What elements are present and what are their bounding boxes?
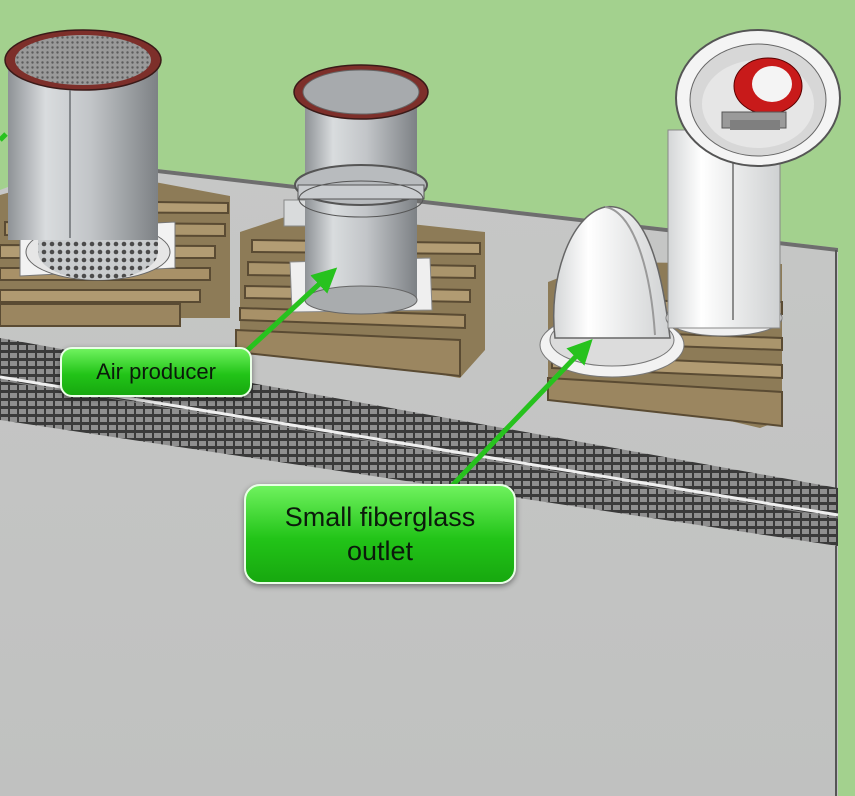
air-producer-label: Air producer — [60, 347, 252, 397]
flanged-duct-icon — [289, 64, 433, 315]
fan-duct-icon — [665, 29, 841, 337]
mesh-duct-icon — [4, 29, 176, 281]
small-outlet-line1: Small fiberglass — [284, 502, 476, 532]
small-outlet-line2: outlet — [346, 536, 414, 566]
air-producer-text: Air producer — [96, 359, 216, 384]
small-fiberglass-outlet-label: Small fiberglass outlet — [244, 484, 516, 584]
